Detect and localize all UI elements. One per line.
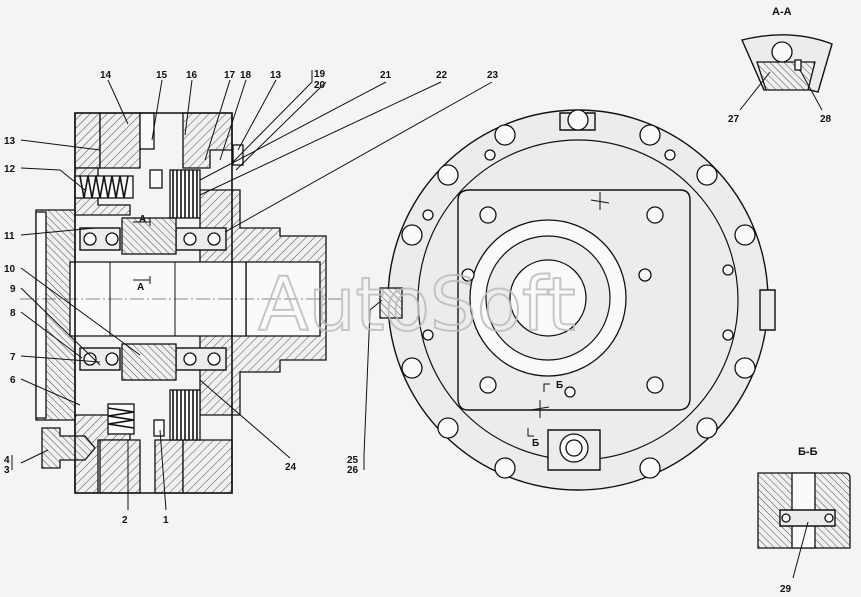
watermark-text: AutoSoft	[258, 262, 576, 348]
sectional-view	[20, 112, 345, 494]
callout-26: 26	[347, 465, 359, 476]
callout-9: 9	[10, 284, 16, 295]
section-mark-b-lower: Б	[532, 438, 539, 449]
lower-spring	[107, 403, 135, 435]
bolt-holes	[401, 109, 756, 479]
callout-13-left: 13	[4, 136, 16, 147]
lower-disc-pack	[169, 389, 201, 441]
upper-disc-pack	[169, 169, 201, 219]
callout-10: 10	[4, 264, 16, 275]
callout-21: 21	[380, 70, 392, 81]
callout-7: 7	[10, 352, 16, 363]
callout-22: 22	[436, 70, 448, 81]
section-a-a	[741, 34, 833, 93]
leader-lines	[11, 69, 823, 579]
section-mark-a-lower: А	[137, 282, 144, 293]
section-title-a-a: А-А	[772, 6, 792, 18]
callout-labels: А-А Б-Б А А Б Б 14 15 16 17 18 13 19 20 …	[4, 6, 832, 595]
callout-3: 3	[4, 465, 10, 476]
callout-15: 15	[156, 70, 168, 81]
callout-1: 1	[163, 515, 169, 526]
section-title-b-b: Б-Б	[798, 446, 818, 458]
upper-spring	[74, 175, 134, 199]
callout-13-top: 13	[270, 70, 282, 81]
front-view	[379, 109, 776, 491]
callout-14: 14	[100, 70, 112, 81]
callout-19: 19	[314, 69, 326, 80]
callout-11: 11	[4, 231, 15, 242]
callout-20: 20	[314, 80, 326, 91]
section-mark-a-upper: А	[139, 214, 146, 225]
section-b-b	[757, 472, 851, 549]
callout-16: 16	[186, 70, 198, 81]
callout-24: 24	[285, 462, 297, 473]
callout-17: 17	[224, 70, 236, 81]
callout-29: 29	[780, 584, 792, 595]
callout-4: 4	[4, 455, 10, 466]
callout-28: 28	[820, 114, 832, 125]
callout-25: 25	[347, 455, 359, 466]
callout-27: 27	[728, 114, 740, 125]
callout-8: 8	[10, 308, 16, 319]
callout-2: 2	[122, 515, 128, 526]
section-mark-b-upper: Б	[556, 380, 563, 391]
callout-23: 23	[487, 70, 499, 81]
callout-12: 12	[4, 164, 16, 175]
callout-18: 18	[240, 70, 252, 81]
callout-6: 6	[10, 375, 16, 386]
